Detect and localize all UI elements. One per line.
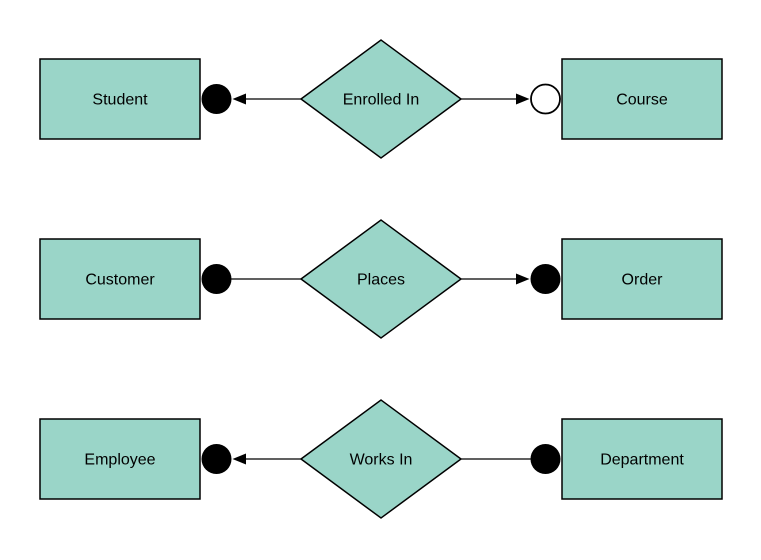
entity-employee-label: Employee (84, 452, 155, 469)
entity-student (39, 58, 201, 140)
er-row-student-course: Student Enrolled In Course (39, 39, 723, 159)
entity-customer (39, 238, 201, 320)
entity-order (561, 238, 723, 320)
er-row-customer-order: Customer Places Order (39, 219, 723, 339)
entity-employee (39, 418, 201, 500)
cardinality-filled-circle-icon (201, 264, 232, 294)
arrowhead-right-icon (516, 273, 530, 285)
arrowhead-left-icon (232, 93, 246, 105)
relationship-places-label: Places (357, 272, 405, 289)
arrowhead-right-icon (516, 93, 530, 105)
entity-student-label: Student (92, 92, 148, 109)
entity-order-label: Order (622, 272, 664, 289)
cardinality-filled-circle-icon (530, 444, 561, 474)
cardinality-open-circle-icon (530, 83, 561, 115)
entity-department-label: Department (600, 452, 684, 469)
entity-department (561, 418, 723, 500)
relationship-enrolled-in-label: Enrolled In (343, 92, 420, 109)
entity-customer-label: Customer (85, 272, 155, 289)
cardinality-filled-circle-icon (201, 84, 232, 114)
er-row-employee-department: Employee Works In Department (39, 399, 723, 519)
cardinality-filled-circle-icon (201, 444, 232, 474)
entity-course-label: Course (616, 92, 668, 109)
cardinality-filled-circle-icon (530, 264, 561, 294)
relationship-works-in-label: Works In (350, 452, 413, 469)
entity-course (561, 58, 723, 140)
arrowhead-left-icon (232, 453, 246, 465)
